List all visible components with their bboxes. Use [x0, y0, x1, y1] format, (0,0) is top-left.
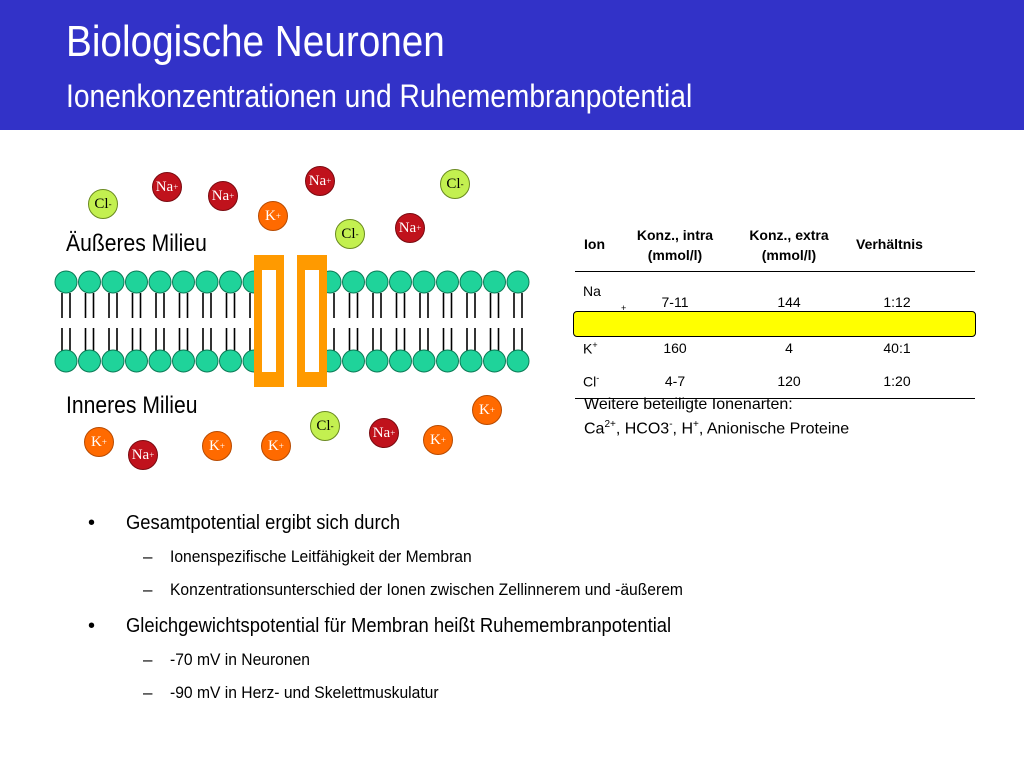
header-bar: Biologische Neuronen Ionenkonzentratione…: [0, 0, 1024, 130]
table-cell-intra: 7-11: [661, 294, 689, 310]
lipid-head: [219, 349, 242, 373]
lipid-head: [506, 349, 530, 373]
ion-outside-na: Na+: [305, 166, 335, 196]
lipid-head: [125, 270, 148, 294]
additional-ions-note: Weitere beteiligte Ionenarten: Ca2+, HCO…: [584, 395, 849, 439]
sub-bullet-marker: –: [143, 650, 153, 669]
table-cell-extra: 4: [785, 340, 793, 356]
ion-outside-na: Na+: [208, 181, 238, 211]
lipid-head: [365, 270, 389, 294]
table-cell-intra: 160: [663, 340, 687, 356]
table-header-extra: Konz., extra (mmol/l): [749, 227, 829, 263]
table-cell-intra: 4-7: [664, 373, 686, 389]
ion-outside-na: Na+: [395, 213, 425, 243]
lipid-head: [436, 270, 459, 294]
bullet-marker: •: [88, 512, 96, 534]
lipid-head: [195, 349, 219, 373]
table-header-rule: [575, 271, 975, 272]
lipid-head: [459, 349, 483, 373]
lipid-head: [459, 270, 483, 294]
ion-outside-k: K+: [258, 201, 288, 231]
ion-inside-cl: Cl-: [310, 411, 340, 441]
sub-bullet-text: Ionenspezifische Leitfähigkeit der Membr…: [170, 547, 472, 566]
page-subtitle: Ionenkonzentrationen und Ruhemembranpote…: [66, 78, 693, 114]
table-header-ratio: Verhältnis: [856, 236, 923, 252]
lipid-head: [436, 349, 459, 373]
ion-outside-cl: Cl-: [440, 169, 470, 199]
lipid-head: [172, 349, 195, 373]
table-cell-charge: +: [621, 303, 627, 313]
lipid-head: [219, 270, 242, 294]
sub-bullet-marker: –: [143, 547, 153, 566]
ion-inside-k: K+: [84, 427, 114, 457]
ion-outside-cl: Cl-: [335, 219, 365, 249]
lipid-head: [389, 270, 412, 294]
ion-inside-na: Na+: [128, 440, 158, 470]
note-line-1: Weitere beteiligte Ionenarten:: [584, 396, 793, 413]
table-header-intra: Konz., intra (mmol/l): [636, 227, 714, 263]
lipid-head: [148, 270, 172, 294]
sub-bullet-marker: –: [143, 580, 153, 599]
lipid-head: [506, 270, 530, 294]
ion-outside-cl: Cl-: [88, 189, 118, 219]
sub-bullet-text: -90 mV in Herz- und Skelettmuskulatur: [170, 683, 439, 702]
lipid-head: [342, 349, 365, 373]
ion-inside-k: K+: [423, 425, 453, 455]
table-cell-extra: 120: [777, 373, 801, 389]
lipid-head: [78, 349, 101, 373]
table-cell-ion: Na: [583, 283, 601, 299]
ion-outside-na: Na+: [152, 172, 182, 202]
note-line-2: Ca2+, HCO3-, H+, Anionische Proteine: [584, 419, 850, 438]
sub-bullet-marker: –: [143, 683, 153, 702]
table-bottom-rule: [575, 398, 975, 399]
ion-inside-k: K+: [202, 431, 232, 461]
channel-left-gap: [262, 270, 276, 372]
lipid-head: [389, 349, 412, 373]
table-cell-extra: 144: [777, 294, 801, 310]
table-header-ion: Ion: [584, 236, 605, 252]
bullet-text: Gleichgewichtspotential für Membran heiß…: [126, 615, 672, 637]
lipid-head: [101, 349, 125, 373]
sodium-row-highlight: [573, 311, 976, 337]
lipid-head: [54, 349, 78, 373]
bullet-marker: •: [88, 615, 96, 637]
ion-inside-k: K+: [261, 431, 291, 461]
sub-bullet-text: -70 mV in Neuronen: [170, 650, 310, 669]
lipid-head: [365, 349, 389, 373]
table-cell-ratio: 40:1: [883, 340, 911, 356]
channel-right-gap: [305, 270, 319, 372]
lipid-head: [342, 270, 365, 294]
membrane-left-section: [54, 270, 266, 373]
page-title: Biologische Neuronen: [66, 17, 445, 66]
outer-milieu-label: Äußeres Milieu: [66, 230, 207, 257]
bullet-text: Gesamtpotential ergibt sich durch: [126, 512, 401, 534]
lipid-head: [483, 349, 506, 373]
lipid-head: [148, 349, 172, 373]
lipid-head: [195, 270, 219, 294]
table-cell-ratio: 1:20: [883, 373, 911, 389]
lipid-head: [412, 270, 436, 294]
lipid-head: [172, 270, 195, 294]
lipid-head: [78, 270, 101, 294]
inner-milieu-label: Inneres Milieu: [66, 392, 198, 419]
lipid-head: [412, 349, 436, 373]
ion-inside-na: Na+: [369, 418, 399, 448]
membrane-right-section: [318, 270, 530, 373]
table-cell-ion: Cl-: [583, 373, 600, 390]
lipid-head: [483, 270, 506, 294]
table-cell-ion: K+: [583, 340, 598, 357]
table-cell-ratio: 1:12: [883, 294, 911, 310]
lipid-head: [101, 270, 125, 294]
sub-bullet-text: Konzentrationsunterschied der Ionen zwis…: [170, 580, 683, 599]
ion-inside-k: K+: [472, 395, 502, 425]
lipid-head: [54, 270, 78, 294]
lipid-head: [125, 349, 148, 373]
